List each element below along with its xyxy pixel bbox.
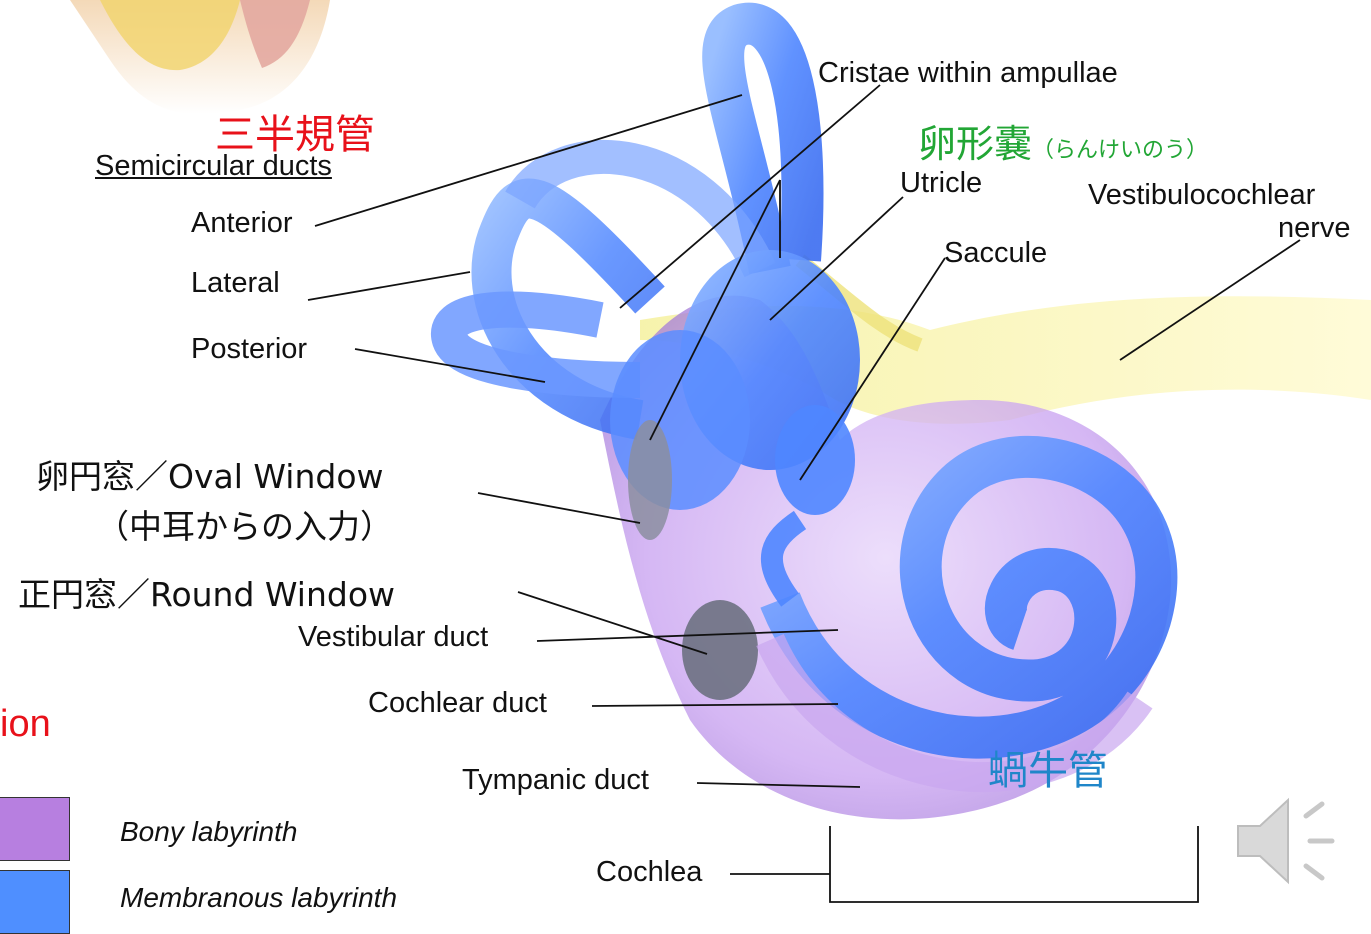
legend-title-fragment: ion — [0, 703, 51, 746]
posterior-label: Posterior — [191, 333, 307, 366]
cochlea-label: Cochlea — [596, 856, 702, 889]
round-window-label: 正円窓／Round Window — [18, 568, 395, 616]
cristae-label: Cristae within ampullae — [818, 57, 1118, 90]
legend-swatch-bony — [0, 797, 70, 861]
speaker-icon — [1230, 786, 1350, 896]
tissue-fragment — [70, 0, 330, 114]
vestibular-duct-label: Vestibular duct — [298, 621, 488, 654]
cochlear-duct-label: Cochlear duct — [368, 687, 547, 720]
utricle-label: Utricle — [900, 167, 982, 200]
oval-window-label: 卵円窓／Oval Window — [36, 450, 384, 498]
vestibulocochlear-label-line2: nerve — [1278, 212, 1351, 245]
utricle-jp-text: 卵形嚢 — [918, 122, 1032, 166]
tympanic-duct-label: Tympanic duct — [462, 764, 649, 797]
legend-swatch-membranous — [0, 870, 70, 934]
lateral-label: Lateral — [191, 267, 280, 300]
legend-label-bony: Bony labyrinth — [120, 816, 297, 848]
speaker-button[interactable] — [1230, 786, 1350, 896]
vestibulocochlear-label-line1: Vestibulocochlear — [1088, 179, 1315, 212]
anterior-label: Anterior — [191, 207, 293, 240]
cochlea-jp-label: 蝸牛管 — [988, 738, 1108, 796]
utricle-jp-label: 卵形嚢（らんけいのう） — [918, 113, 1208, 168]
legend-label-membranous: Membranous labyrinth — [120, 882, 397, 914]
oval-window-note: （中耳からの入力） — [96, 500, 393, 548]
saccule-label: Saccule — [944, 237, 1047, 270]
semicircular-en-label: Semicircular ducts — [95, 150, 332, 183]
utricle-reading-text: （らんけいのう） — [1032, 138, 1208, 163]
